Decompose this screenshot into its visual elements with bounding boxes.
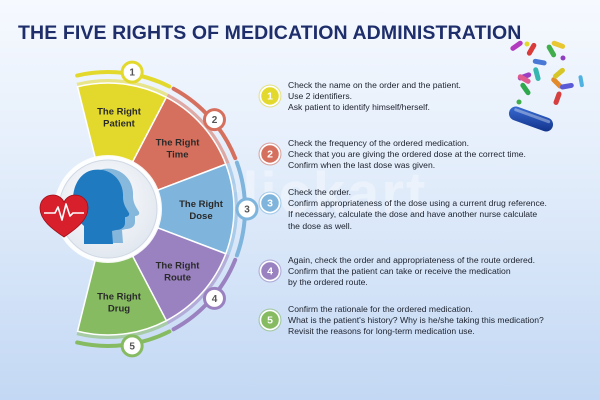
- arc-badge-2: 2: [202, 108, 226, 132]
- step-line: Check the name on the order and the pati…: [288, 80, 461, 90]
- page-title: THE FIVE RIGHTS OF MEDICATION ADMINISTRA…: [18, 22, 522, 44]
- arc-badge-4: 4: [202, 286, 226, 310]
- svg-text:5: 5: [267, 315, 273, 327]
- step-line: Check the order.: [288, 187, 352, 197]
- step-badge: 2: [258, 142, 282, 166]
- step-line: Check that you are giving the ordered do…: [288, 149, 526, 160]
- step-line: Confirm that the patient can take or rec…: [288, 266, 511, 277]
- segment-label: Route: [164, 273, 191, 284]
- step-line: the dose as well.: [288, 220, 353, 231]
- segment-label: The Right: [179, 199, 224, 210]
- svg-text:1: 1: [129, 68, 135, 79]
- step-line: Ask patient to identify himself/herself.: [288, 102, 430, 113]
- svg-text:2: 2: [267, 149, 273, 161]
- svg-text:5: 5: [129, 341, 135, 352]
- step-text: Check the name on the order and the pati…: [288, 80, 594, 114]
- step-3: 3 Check the order.Confirm appropriateness…: [258, 187, 594, 231]
- step-1: 1 Check the name on the order and the pat…: [258, 80, 594, 120]
- arc-badge-1: 1: [120, 60, 144, 84]
- svg-text:2: 2: [212, 115, 218, 126]
- segment-label: The Right: [156, 137, 201, 148]
- head-front-icon: [73, 169, 130, 244]
- step-text: Again, check the order and appropriatene…: [288, 255, 594, 289]
- step-line: Confirm the rationale for the ordered me…: [288, 304, 473, 314]
- step-line: Confirm appropriateness of the dose usin…: [288, 198, 547, 209]
- step-text: Confirm the rationale for the ordered me…: [288, 304, 594, 338]
- step-badge: 3: [258, 191, 282, 215]
- segment-label: Drug: [108, 303, 130, 314]
- step-badge: 4: [258, 259, 282, 283]
- step-line: Revisit the reasons for long-term medica…: [288, 326, 475, 337]
- heart-icon: [39, 194, 89, 238]
- svg-text:3: 3: [244, 205, 250, 216]
- center-emblem: [39, 155, 162, 263]
- arc-badge-3: 3: [235, 197, 259, 221]
- step-text: Check the order.Confirm appropriateness …: [288, 187, 594, 232]
- arc-badge-5: 5: [120, 334, 144, 358]
- segment-label: Dose: [189, 211, 212, 222]
- segment-label: The Right: [97, 291, 142, 302]
- step-line: by the ordered route.: [288, 277, 368, 288]
- step-line: Confirm when the last dose was given.: [288, 160, 436, 171]
- segment-label: Time: [167, 149, 189, 160]
- segment-edge: [223, 162, 239, 256]
- step-line: Again, check the order and appropriatene…: [288, 255, 535, 265]
- svg-text:4: 4: [267, 266, 273, 278]
- segment-label: Patient: [103, 119, 136, 130]
- step-2: 2 Check the frequency of the ordered medi…: [258, 138, 594, 178]
- step-line: If necessary, calculate the dose and hav…: [288, 209, 538, 220]
- heartbeat-icon: [44, 203, 84, 221]
- step-line: Check the frequency of the ordered medic…: [288, 138, 470, 148]
- step-text: Check the frequency of the ordered medic…: [288, 138, 594, 172]
- svg-text:1: 1: [267, 91, 273, 103]
- segment-label: The Right: [97, 107, 142, 118]
- step-4: 4 Again, check the order and appropriaten…: [258, 255, 594, 295]
- svg-text:4: 4: [212, 294, 218, 305]
- step-5: 5 Confirm the rationale for the ordered m…: [258, 304, 594, 344]
- step-badge: 5: [258, 308, 282, 332]
- svg-text:3: 3: [267, 198, 273, 210]
- segment-label: The Right: [156, 261, 201, 272]
- pills-illustration: [508, 40, 584, 132]
- step-badge: 1: [258, 84, 282, 108]
- step-line: Use 2 identifiers.: [288, 91, 353, 102]
- outer-arc: 1 2 3 4 5: [75, 60, 259, 358]
- step-line: What is the patient's history? Why is he…: [288, 315, 544, 326]
